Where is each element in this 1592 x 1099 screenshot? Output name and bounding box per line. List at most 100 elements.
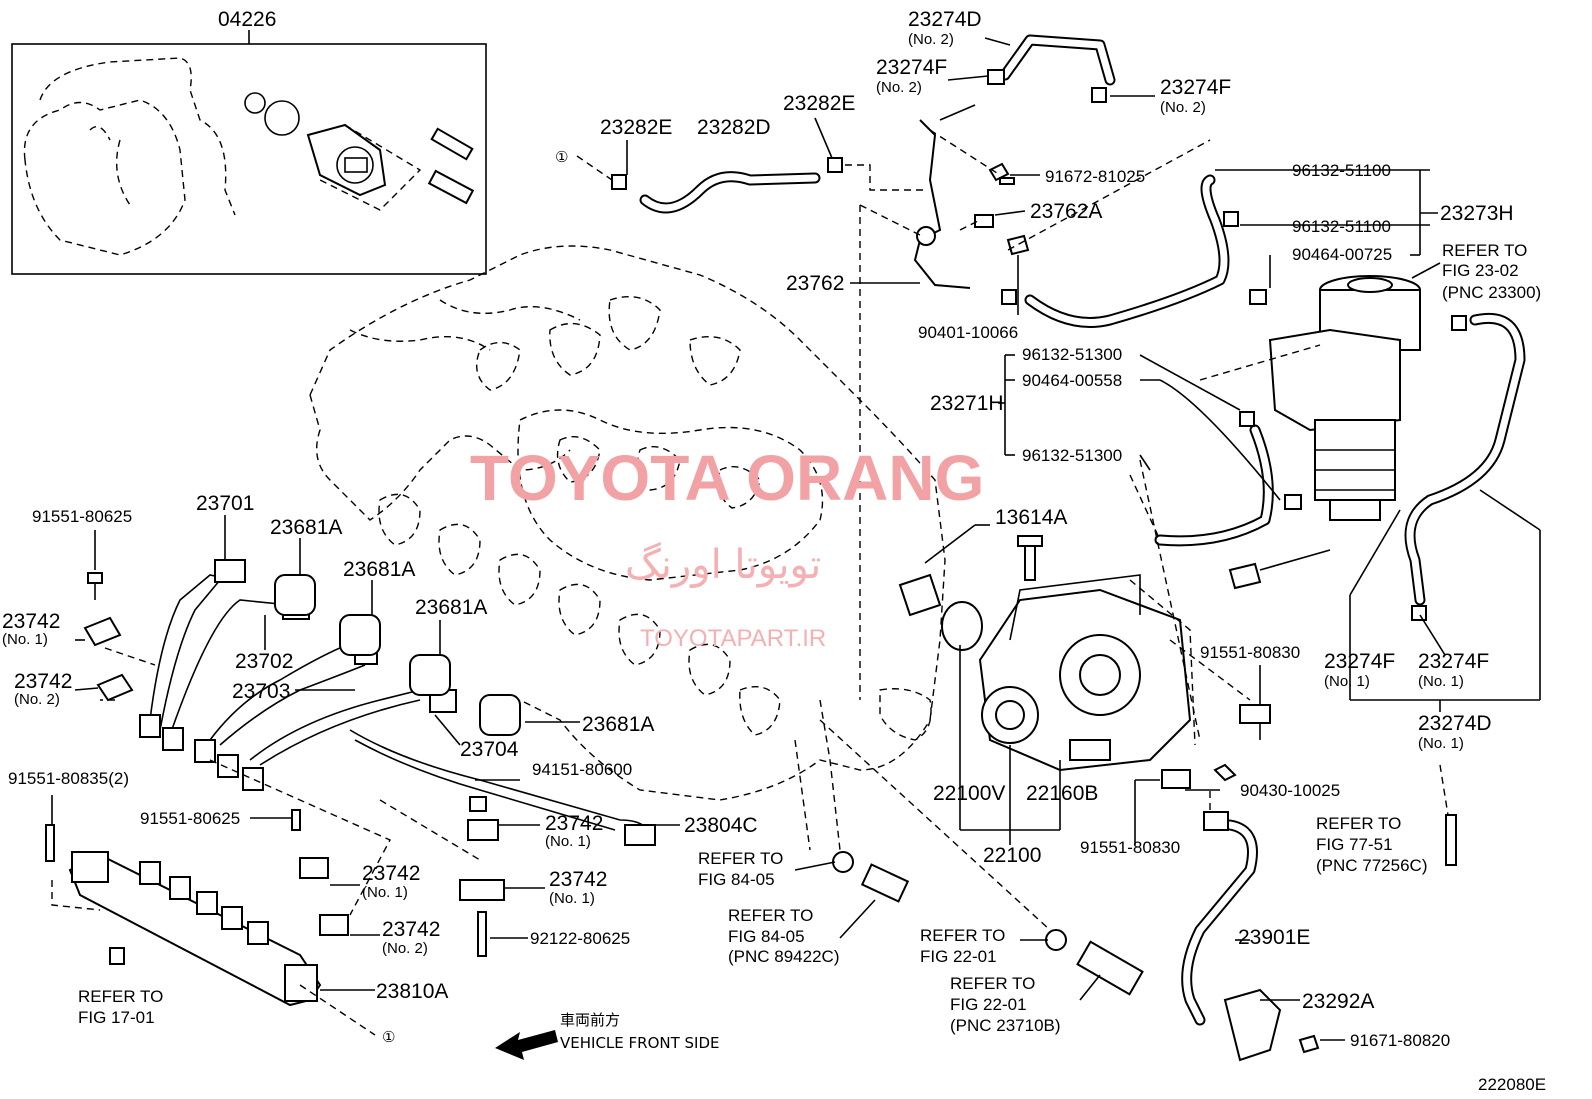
label-23742-2: 23742 — [14, 670, 72, 693]
ref-22-01b-l1: REFER TO — [950, 974, 1035, 993]
label-04226: 04226 — [218, 8, 276, 31]
ref-77-51-l3: (PNC 77256C) — [1316, 856, 1428, 875]
label-23271H: 23271H — [930, 392, 1004, 415]
label-90464-00558: 90464-00558 — [1022, 371, 1122, 390]
label-23742-4: 23742 — [362, 862, 420, 885]
label-23274F-a: 23274F — [876, 56, 947, 79]
supply-pump-assembly — [898, 535, 1271, 789]
label-23681A-2: 23681A — [343, 558, 415, 581]
label-23762A: 23762A — [1030, 200, 1102, 223]
ref-77-51-l1: REFER TO — [1316, 814, 1401, 833]
label-13614A: 13614A — [995, 506, 1067, 529]
circle-ref-top: ① — [555, 148, 568, 166]
label-23681A-4: 23681A — [582, 713, 654, 736]
label-23274F-b-sub: (No. 2) — [1160, 99, 1206, 116]
label-23274D-bot-sub: (No. 1) — [1418, 735, 1464, 752]
label-23282D: 23282D — [697, 116, 771, 139]
injector-harness — [83, 559, 656, 846]
watermark-line2: تویوتا اورنگ — [625, 542, 821, 588]
circle-ref-bottom: ① — [382, 1028, 395, 1046]
label-23274D-top: 23274D — [908, 8, 982, 31]
label-23274F-d-sub: (No. 1) — [1418, 673, 1464, 690]
engine-block-outline — [309, 245, 946, 801]
label-23742-6: 23742 — [382, 918, 440, 941]
label-23274F-c-sub: (No. 1) — [1324, 673, 1370, 690]
watermark-line3: TOYOTAPART.IR — [640, 625, 826, 652]
label-23742-1: 23742 — [2, 610, 60, 633]
label-91672-81025: 91672-81025 — [1045, 167, 1145, 186]
ref-84-05b-l2: FIG 84-05 — [728, 927, 805, 946]
label-91551-80625-a: 91551-80625 — [32, 507, 132, 526]
diagram-id: 222080E — [1478, 1075, 1546, 1094]
label-23681A-3: 23681A — [415, 596, 487, 619]
label-23901E: 23901E — [1238, 926, 1310, 949]
direction-en: VEHICLE FRONT SIDE — [560, 1034, 720, 1052]
fuel-hoses-top — [611, 34, 1267, 328]
label-96132-51100-a: 96132-51100 — [1292, 161, 1391, 180]
label-91551-80835: 91551-80835(2) — [8, 769, 129, 788]
label-23742-5: 23742 — [549, 868, 607, 891]
ref-77-51-l2: FIG 77-51 — [1316, 835, 1393, 854]
ref-23-02-l1: REFER TO — [1442, 241, 1527, 260]
label-23282E-a: 23282E — [600, 116, 672, 139]
label-23274F-c: 23274F — [1324, 650, 1395, 673]
label-96132-51300-c: 96132-51300 — [1022, 345, 1122, 364]
ref-22-01a-l2: FIG 22-01 — [920, 947, 997, 966]
ref-23-02-l2: FIG 23-02 — [1442, 261, 1519, 280]
label-23704: 23704 — [460, 738, 519, 761]
direction-jp: 車両前方 — [560, 1011, 620, 1029]
label-22160B: 22160B — [1026, 782, 1098, 805]
ref-17-01-l2: FIG 17-01 — [78, 1008, 155, 1027]
label-22100V: 22100V — [933, 782, 1005, 805]
ref-84-05b-l1: REFER TO — [728, 906, 813, 925]
label-23742-6-sub: (No. 2) — [382, 940, 428, 957]
label-23703: 23703 — [232, 680, 290, 703]
label-23274F-a-sub: (No. 2) — [876, 79, 922, 96]
label-23762: 23762 — [786, 272, 844, 295]
label-91551-80830-b: 91551-80830 — [1080, 838, 1180, 857]
label-92122-80625: 92122-80625 — [530, 929, 630, 948]
dashed-leaders — [51, 129, 1449, 1036]
label-94151-80600: 94151-80600 — [532, 760, 632, 779]
sensors-bottom — [832, 851, 1144, 996]
label-23701: 23701 — [196, 492, 254, 515]
label-23274F-d: 23274F — [1418, 650, 1489, 673]
label-23681A-1: 23681A — [270, 516, 342, 539]
label-23742-4-sub: (No. 1) — [362, 884, 408, 901]
common-rail-23810a — [45, 796, 505, 1007]
ref-84-05b-l3: (PNC 89422C) — [728, 947, 840, 966]
ref-22-01a-l1: REFER TO — [920, 926, 1005, 945]
label-23274D-bot: 23274D — [1418, 712, 1492, 735]
return-hose-23901e — [1181, 811, 1320, 1062]
ref-22-01b-l3: (PNC 23710B) — [950, 1016, 1061, 1035]
label-23742-3-sub: (No. 1) — [545, 833, 591, 850]
label-23742-2-sub: (No. 2) — [14, 691, 60, 708]
label-96132-51300-d: 96132-51300 — [1022, 446, 1122, 465]
label-22100: 22100 — [983, 844, 1041, 867]
label-91671-80820: 91671-80820 — [1350, 1031, 1450, 1050]
label-23274F-b: 23274F — [1160, 76, 1231, 99]
ref-84-05a-l2: FIG 84-05 — [698, 870, 775, 889]
ref-23-02-l3: (PNC 23300) — [1442, 283, 1541, 302]
label-90430-10025: 90430-10025 — [1240, 781, 1340, 800]
ref-17-01-l1: REFER TO — [78, 987, 163, 1006]
watermark-line1: TOYOTA ORANG — [470, 442, 984, 514]
label-23804C: 23804C — [684, 814, 758, 837]
inset-box-04226 — [11, 30, 487, 275]
label-23742-5-sub: (No. 1) — [549, 890, 595, 907]
label-23274D-top-sub: (No. 2) — [908, 31, 954, 48]
leader-lines — [51, 37, 1541, 1041]
label-23742-3: 23742 — [545, 812, 603, 835]
vehicle-front-arrow — [495, 1030, 558, 1060]
label-96132-51100-b: 96132-51100 — [1292, 217, 1391, 236]
label-23742-1-sub: (No. 1) — [2, 631, 48, 648]
label-91551-80625-b: 91551-80625 — [140, 809, 240, 828]
ref-84-05a-l1: REFER TO — [698, 849, 783, 868]
label-23292A: 23292A — [1302, 990, 1374, 1013]
ref-22-01b-l2: FIG 22-01 — [950, 995, 1027, 1014]
fuel-filter-assembly — [1154, 275, 1526, 866]
label-23702: 23702 — [235, 650, 293, 673]
label-23273H: 23273H — [1440, 202, 1514, 225]
label-90464-00725: 90464-00725 — [1292, 245, 1392, 264]
